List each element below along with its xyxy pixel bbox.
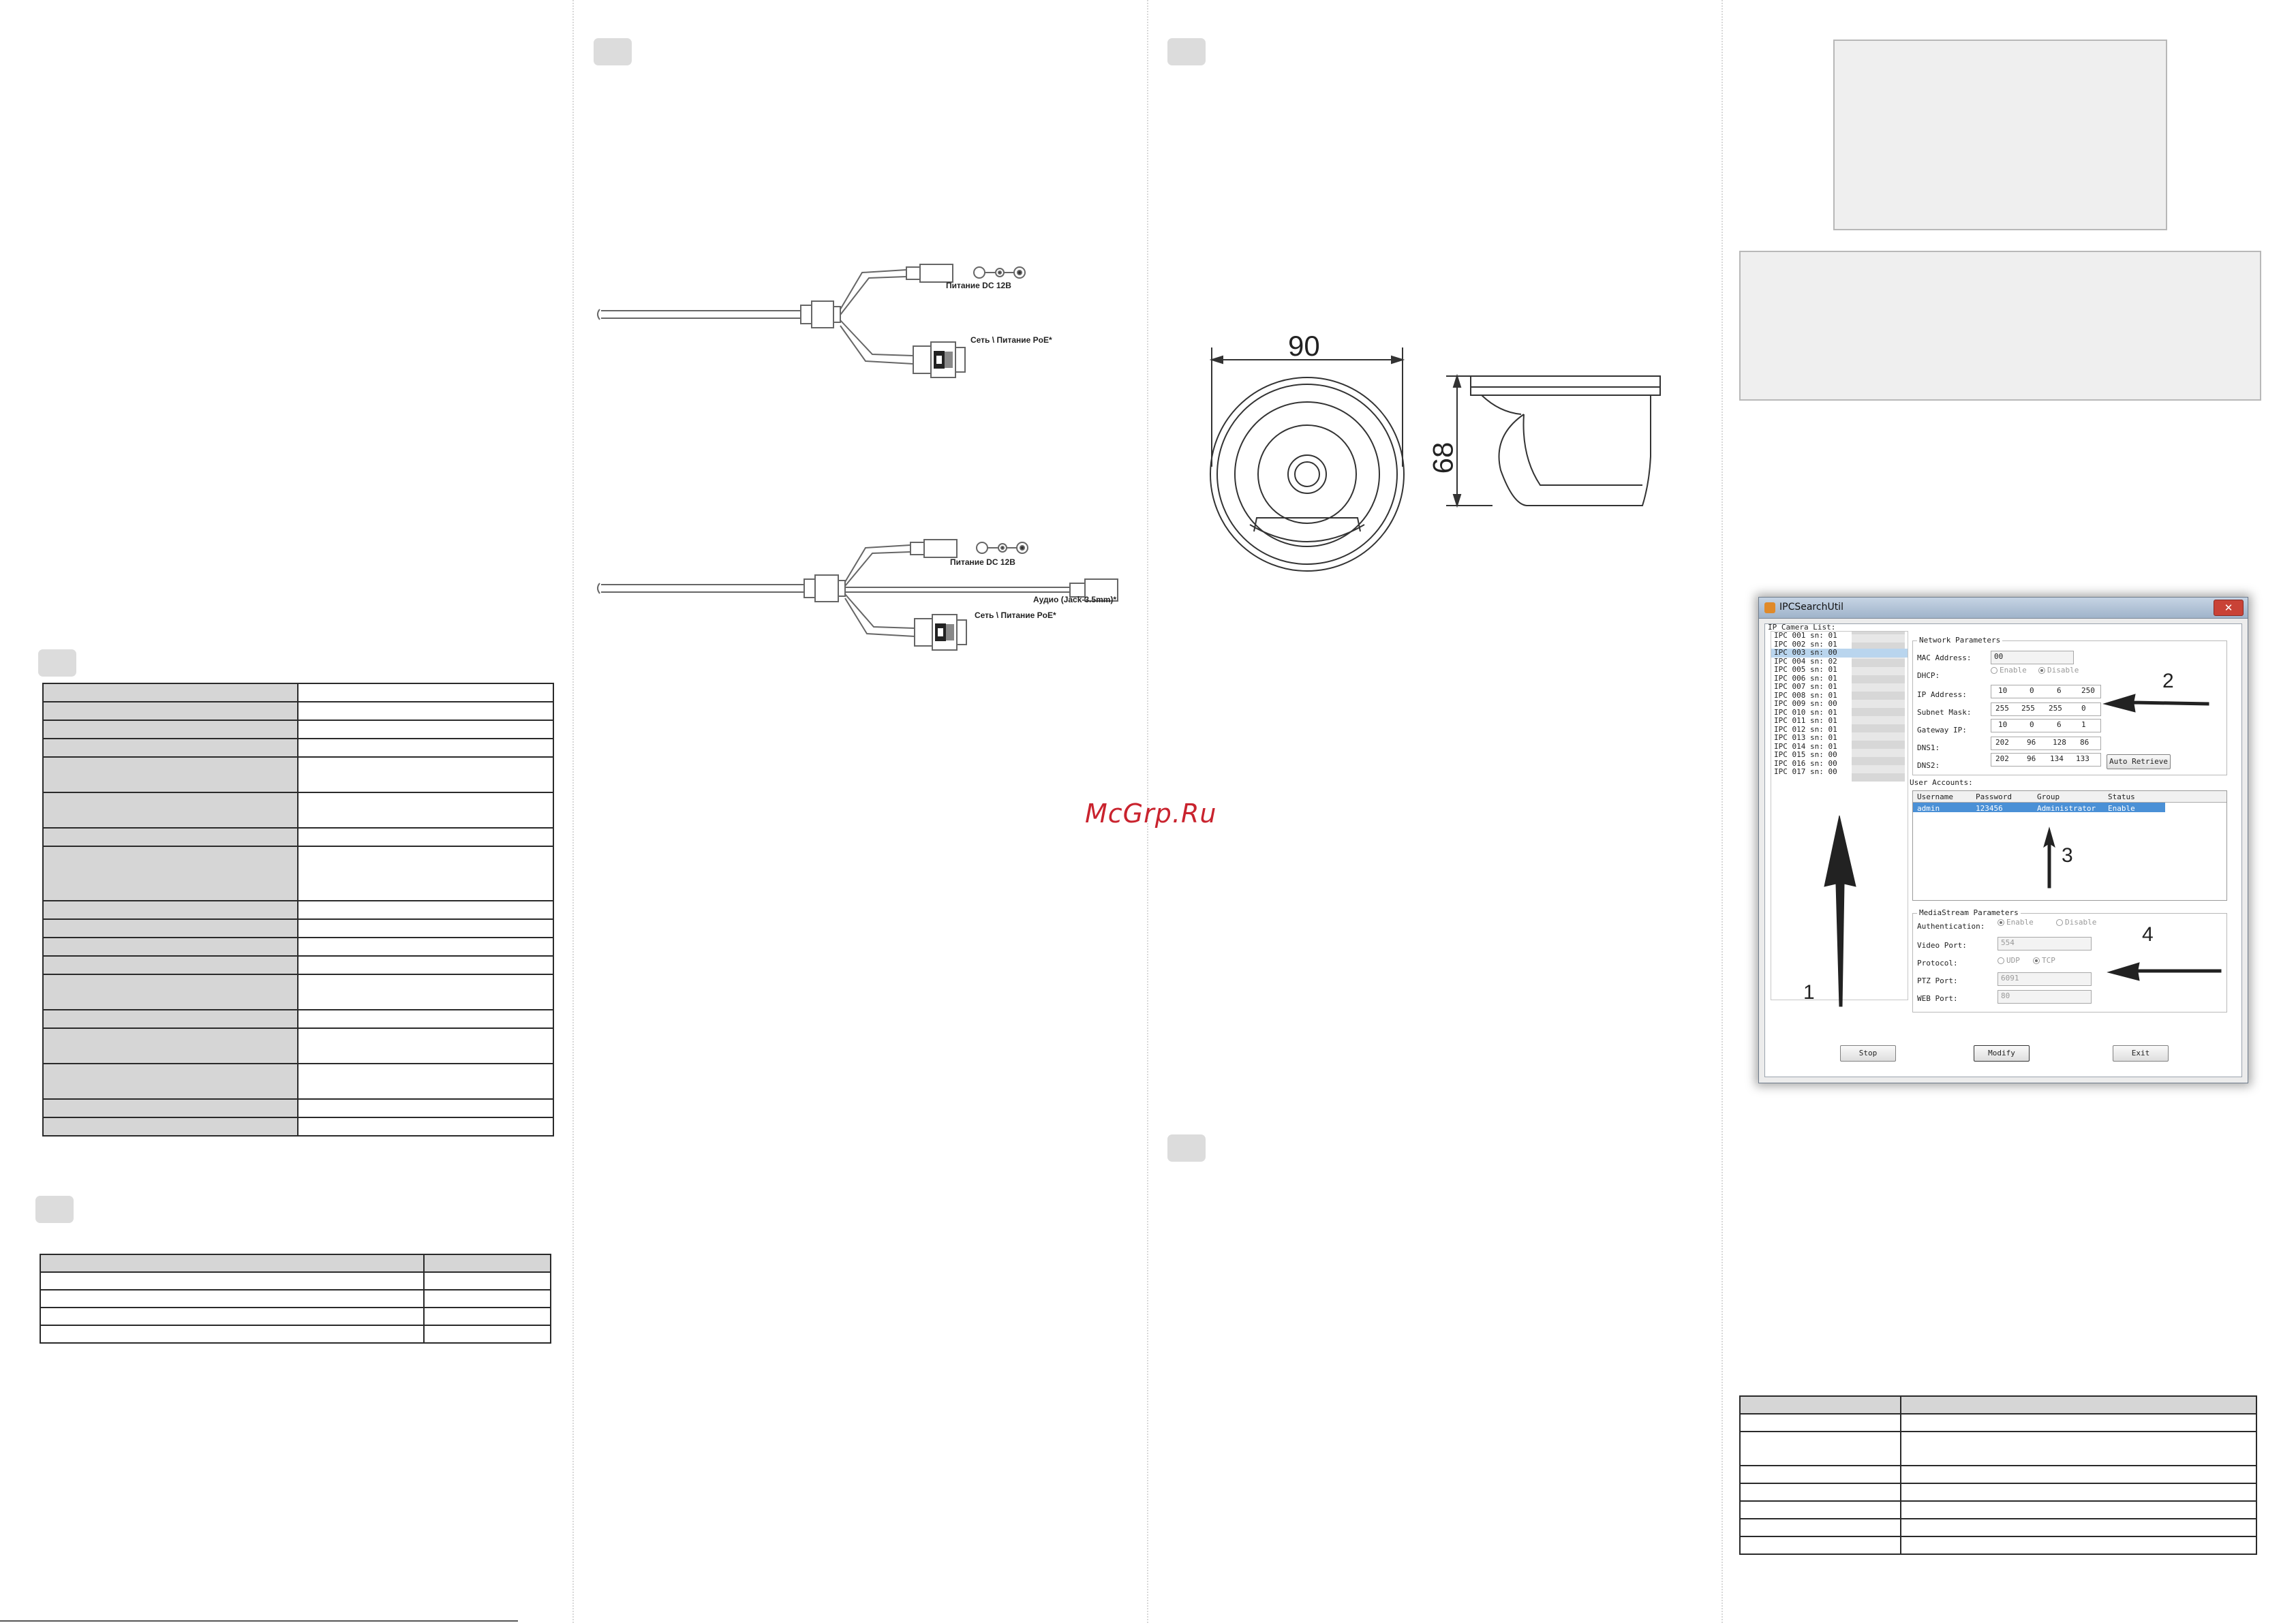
media-stream-label: MediaStream Parameters: [1917, 908, 2021, 917]
camera-list-item[interactable]: IPC 004 sn: 02: [1774, 656, 1837, 666]
watermark: McGrp.Ru: [1085, 799, 1217, 829]
dhcp-enable-radio[interactable]: Enable: [1991, 666, 2027, 675]
arrow-number-4: 4: [2142, 923, 2154, 946]
camera-list-item[interactable]: IPC 005 sn: 01: [1774, 665, 1837, 674]
ptz-port-field[interactable]: 6091: [1997, 972, 2092, 986]
cable1-network-label: Сеть \ Питание PoE*: [970, 335, 1052, 345]
camera-list-item[interactable]: IPC 006 sn: 01: [1774, 673, 1837, 683]
troubleshooting-table: [1739, 1395, 2257, 1555]
arrow-number-2: 2: [2162, 670, 2174, 692]
camera-list-item[interactable]: IPC 013 sn: 01: [1774, 733, 1837, 742]
dimension-height: 68: [1426, 442, 1459, 474]
modify-button[interactable]: Modify: [1974, 1045, 2030, 1062]
exit-button[interactable]: Exit: [2113, 1045, 2169, 1062]
app-icon: [1764, 602, 1775, 613]
web-port-label: WEB Port:: [1917, 994, 1958, 1003]
contents-table: [40, 1254, 551, 1344]
arrow-number-1: 1: [1803, 981, 1815, 1004]
dhcp-label: DHCP:: [1917, 671, 1940, 680]
section-badge: [1167, 1134, 1206, 1162]
dimension-width: 90: [1288, 330, 1320, 362]
user-accounts-label: User Accounts:: [1910, 778, 1973, 787]
authentication-label: Authentication:: [1917, 922, 1985, 931]
accounts-row[interactable]: admin 123456 Administrator Enable: [1913, 803, 2165, 813]
specifications-table: [42, 683, 554, 1137]
protocol-tcp-radio[interactable]: TCP: [2033, 956, 2055, 965]
cable-diagram-2: [597, 539, 1118, 651]
protocol-label: Protocol:: [1917, 959, 1958, 968]
dns1-label: DNS1:: [1917, 743, 1940, 752]
cable2-audio-label: Аудио (Jack-3.5mm)*: [1033, 595, 1117, 604]
gateway-label: Gateway IP:: [1917, 726, 1967, 735]
section-badge: [594, 38, 632, 65]
network-parameters-group: Network Parameters MAC Address: 00 DHCP:…: [1912, 636, 2227, 775]
accounts-header: Username Password Group Status: [1913, 791, 2226, 803]
network-parameters-label: Network Parameters: [1917, 636, 2003, 645]
window-titlebar[interactable]: IPCSearchUtil ✕: [1759, 598, 2248, 619]
bottom-rule: [0, 1620, 518, 1622]
camera-list-item[interactable]: IPC 007 sn: 01: [1774, 682, 1837, 691]
cable1-power-label: Питание DC 12В: [946, 281, 1011, 290]
camera-list-item[interactable]: IPC 008 sn: 01: [1774, 690, 1837, 700]
arrow-number-3: 3: [2062, 844, 2073, 867]
ipc-search-window[interactable]: IPCSearchUtil ✕ IP Camera List: IPC 001 …: [1758, 597, 2248, 1083]
camera-list-item[interactable]: IPC 015 sn: 00: [1774, 750, 1837, 759]
cable-diagram-1: [597, 264, 1026, 378]
camera-list-label: IP Camera List:: [1768, 623, 1836, 632]
user-accounts-table[interactable]: Username Password Group Status admin 123…: [1912, 790, 2227, 901]
auth-enable-radio[interactable]: Enable: [1997, 918, 2034, 927]
camera-list-item[interactable]: IPC 003 sn: 00: [1771, 648, 1908, 658]
stop-button[interactable]: Stop: [1840, 1045, 1896, 1062]
web-port-field[interactable]: 80: [1997, 990, 2092, 1004]
auto-retrieve-button[interactable]: Auto Retrieve: [2107, 754, 2171, 769]
media-stream-group: MediaStream Parameters Authentication: E…: [1912, 908, 2227, 1013]
protocol-udp-radio[interactable]: UDP: [1997, 956, 2020, 965]
section-badge: [35, 1196, 74, 1223]
camera-list-item[interactable]: IPC 011 sn: 01: [1774, 716, 1837, 725]
section-badge: [38, 649, 76, 677]
column-divider: [572, 0, 574, 1623]
camera-list-item[interactable]: IPC 017 sn: 00: [1774, 767, 1837, 776]
window-title: IPCSearchUtil: [1779, 602, 1843, 613]
close-button[interactable]: ✕: [2214, 600, 2244, 616]
column-divider: [1721, 0, 1723, 1623]
camera-list-item[interactable]: IPC 001 sn: 01: [1774, 631, 1837, 640]
annotation-arrows: [1824, 694, 2222, 1007]
note-box: [1739, 251, 2261, 401]
section-badge: [1167, 38, 1206, 65]
video-port-field[interactable]: 554: [1997, 937, 2092, 950]
dimension-drawing: [1209, 347, 1661, 572]
camera-list-item[interactable]: IPC 002 sn: 01: [1774, 639, 1837, 649]
ptz-port-label: PTZ Port:: [1917, 976, 1958, 985]
mask-label: Subnet Mask:: [1917, 708, 1972, 717]
dns2-label: DNS2:: [1917, 761, 1940, 770]
camera-list-item[interactable]: IPC 012 sn: 01: [1774, 724, 1837, 734]
camera-list-item[interactable]: IPC 009 sn: 00: [1774, 699, 1837, 708]
video-port-label: Video Port:: [1917, 941, 1967, 950]
camera-list-item[interactable]: IPC 014 sn: 01: [1774, 741, 1837, 751]
camera-list-item[interactable]: IPC 010 sn: 01: [1774, 707, 1837, 717]
mac-address-field[interactable]: 00: [1991, 651, 2074, 664]
column-divider: [1147, 0, 1148, 1623]
mac-label: MAC Address:: [1917, 653, 1972, 662]
ip-label: IP Address:: [1917, 690, 1967, 699]
cable2-power-label: Питание DC 12В: [950, 557, 1015, 567]
info-box: [1833, 40, 2167, 230]
cable2-network-label: Сеть \ Питание PoE*: [975, 610, 1056, 620]
dhcp-disable-radio[interactable]: Disable: [2038, 666, 2079, 675]
auth-disable-radio[interactable]: Disable: [2056, 918, 2096, 927]
camera-list-item[interactable]: IPC 016 sn: 00: [1774, 758, 1837, 768]
